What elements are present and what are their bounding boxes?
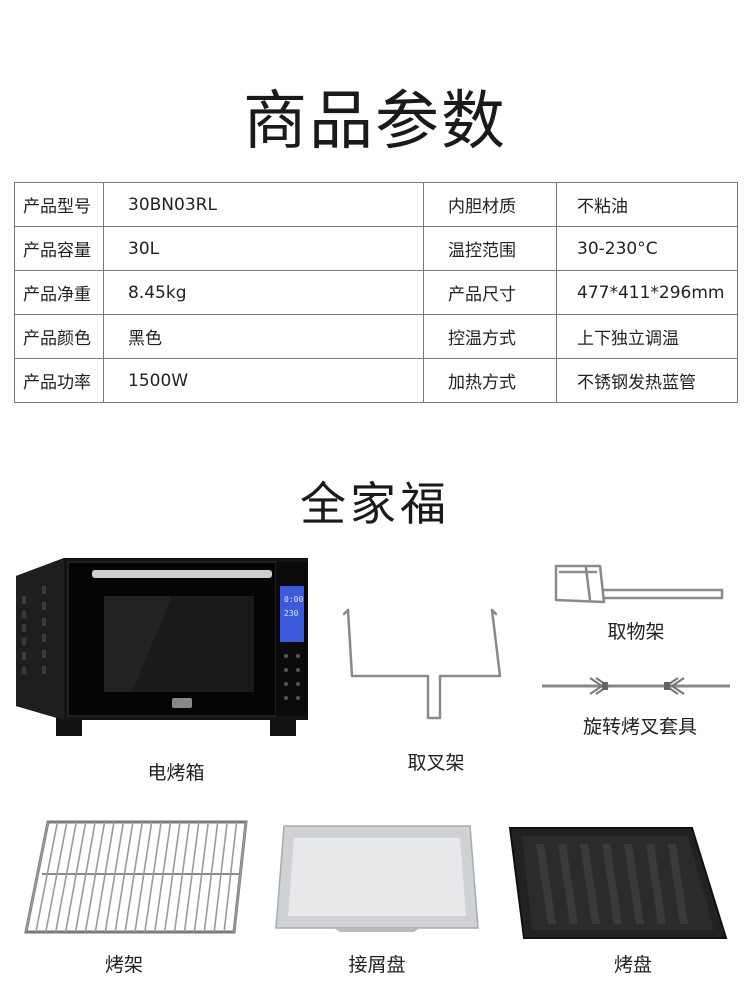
grill-rack-image [24,820,248,936]
oven-label: 电烤箱 [147,762,205,784]
table-row: 产品功率 1500W 加热方式 不锈钢发热蓝管 [14,358,738,403]
crumb-tray-label: 接屑盘 [348,954,406,976]
spec-label: 产品型号 [14,182,104,227]
spec-label: 控温方式 [423,314,557,359]
spec-value: 477*411*296mm [556,270,738,315]
spec-table: 产品型号 30BN03RL 内胆材质 不粘油 产品容量 30L 温控范围 30-… [14,182,738,403]
fork-rack-label: 取叉架 [407,752,465,774]
oven-image: 0:00 230 [12,556,312,740]
spec-value: 上下独立调温 [556,314,738,359]
spec-label: 加热方式 [423,358,557,403]
family-title: 全家福 [300,477,450,531]
spec-label: 产品功率 [14,358,104,403]
spec-value: 黑色 [103,314,424,359]
retrieval-rack-image [546,562,726,608]
spec-label: 温控范围 [423,226,557,271]
spec-value: 30L [103,226,424,271]
baking-pan-label: 烤盘 [613,954,652,976]
spec-value: 1500W [103,358,424,403]
table-row: 产品颜色 黑色 控温方式 上下独立调温 [14,314,738,359]
spec-label: 产品尺寸 [423,270,557,315]
spec-value: 30-230°C [556,226,738,271]
crumb-tray-image [274,824,480,932]
rotisserie-image [540,674,732,698]
baking-pan-image [508,826,728,942]
spec-label: 产品净重 [14,270,104,315]
grill-rack-label: 烤架 [104,954,143,976]
table-row: 产品型号 30BN03RL 内胆材质 不粘油 [14,182,738,227]
spec-value: 30BN03RL [103,182,424,227]
spec-title: 商品参数 [243,85,507,159]
spec-label: 内胆材质 [423,182,557,227]
oven-display-line2: 230 [284,609,299,618]
table-row: 产品容量 30L 温控范围 30-230°C [14,226,738,271]
rotisserie-label: 旋转烤叉套具 [582,716,697,738]
retrieval-rack-label: 取物架 [607,621,665,643]
spec-value: 不锈钢发热蓝管 [556,358,738,403]
spec-value: 不粘油 [556,182,738,227]
oven-display-line1: 0:00 [284,595,303,604]
spec-label: 产品容量 [14,226,104,271]
spec-label: 产品颜色 [14,314,104,359]
table-row: 产品净重 8.45kg 产品尺寸 477*411*296mm [14,270,738,315]
fork-rack-image [340,606,510,728]
spec-value: 8.45kg [103,270,424,315]
